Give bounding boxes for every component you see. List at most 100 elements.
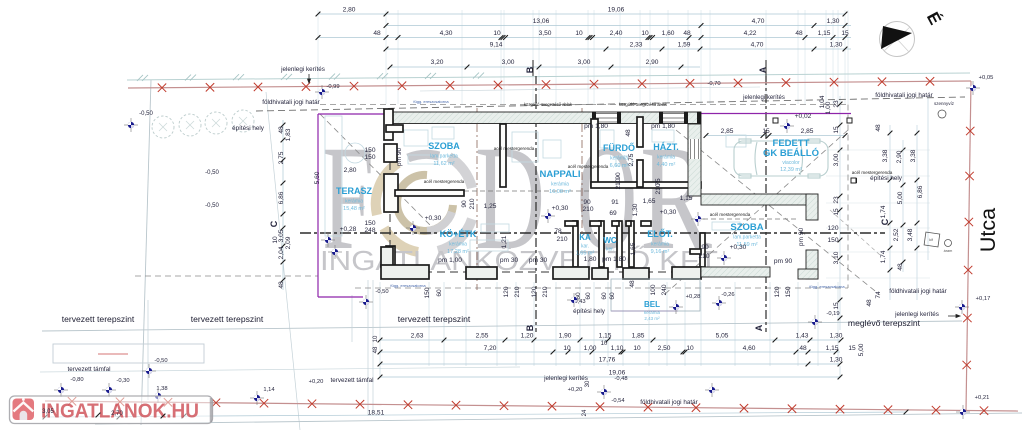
svg-text:120: 120 (531, 286, 538, 297)
svg-text:meglévő terepszint: meglévő terepszint (848, 318, 921, 328)
svg-text:2,63: 2,63 (411, 333, 424, 340)
svg-text:3,00: 3,00 (833, 153, 840, 166)
svg-text:B: B (525, 324, 535, 331)
svg-text:210: 210 (542, 286, 549, 297)
svg-text:10: 10 (563, 345, 571, 352)
svg-text:-0,50: -0,50 (205, 170, 219, 176)
svg-text:3,10: 3,10 (833, 251, 840, 264)
svg-text:O: O (577, 115, 637, 281)
svg-text:-0,70: -0,70 (707, 81, 720, 87)
svg-text:1,83: 1,83 (285, 128, 292, 141)
svg-text:pm 90: pm 90 (396, 148, 403, 167)
svg-text:150: 150 (364, 154, 375, 161)
svg-text:3,38: 3,38 (910, 149, 917, 162)
svg-text:acél mestergerenda: acél mestergerenda (852, 170, 893, 175)
svg-text:248: 248 (364, 227, 375, 234)
svg-text:15: 15 (841, 30, 849, 37)
svg-text:1,15: 1,15 (680, 195, 693, 202)
svg-text:ker.: ker. (606, 247, 614, 253)
svg-text:+0,30: +0,30 (730, 244, 747, 251)
svg-text:BEL: BEL (644, 300, 660, 309)
svg-text:C: C (269, 220, 279, 227)
svg-text:100: 100 (650, 284, 657, 295)
svg-text:2,50: 2,50 (658, 345, 671, 352)
svg-text:120: 120 (774, 286, 781, 297)
svg-text:+0,05: +0,05 (979, 75, 994, 81)
svg-text:jelenlegi kerítés: jelenlegi kerítés (742, 95, 785, 101)
svg-text:1,65: 1,65 (630, 242, 637, 255)
svg-text:4,60: 4,60 (743, 345, 756, 352)
svg-text:10: 10 (641, 30, 649, 37)
svg-text:150: 150 (785, 286, 792, 297)
svg-text:-0,50: -0,50 (139, 111, 153, 117)
svg-text:74: 74 (875, 291, 882, 299)
svg-text:1,74: 1,74 (880, 205, 887, 218)
svg-text:48: 48 (799, 345, 807, 352)
svg-text:30: 30 (585, 380, 591, 387)
svg-text:19,06: 19,06 (609, 370, 626, 377)
svg-text:12,39 m²: 12,39 m² (780, 167, 802, 173)
svg-text:1,15: 1,15 (818, 30, 831, 37)
svg-text:150: 150 (364, 220, 375, 227)
svg-text:2,40: 2,40 (610, 30, 623, 37)
svg-text:lam.parketta: lam.parketta (733, 235, 761, 241)
svg-text:10: 10 (373, 335, 379, 342)
svg-text:1,59: 1,59 (678, 42, 691, 49)
svg-text:3,48: 3,48 (907, 228, 914, 241)
svg-text:-0,99: -0,99 (326, 84, 339, 90)
svg-text:-0,80: -0,80 (70, 377, 83, 383)
svg-text:69: 69 (609, 210, 617, 217)
svg-text:6,86: 6,86 (278, 191, 285, 204)
svg-text:viacolor: viacolor (782, 160, 800, 166)
svg-text:48: 48 (875, 124, 882, 132)
svg-text:48: 48 (373, 346, 379, 353)
svg-text:24: 24 (582, 409, 588, 416)
svg-text:15: 15 (833, 302, 840, 310)
svg-text:+0,02: +0,02 (795, 113, 812, 120)
svg-text:60: 60 (601, 292, 608, 300)
svg-text:INGATLANOK.HU: INGATLANOK.HU (41, 400, 199, 423)
svg-text:1,15: 1,15 (826, 345, 839, 352)
svg-text:3,38: 3,38 (882, 149, 889, 162)
svg-text:210: 210 (615, 178, 622, 189)
svg-text:ELŐT.: ELŐT. (647, 228, 673, 239)
svg-text:szennyvíz: szennyvíz (934, 101, 955, 106)
svg-text:2,80: 2,80 (344, 167, 357, 174)
svg-text:5,60: 5,60 (314, 171, 321, 184)
svg-text:75: 75 (655, 178, 662, 186)
svg-text:TERASZ: TERASZ (336, 186, 373, 196)
svg-text:2,85: 2,85 (721, 128, 734, 135)
svg-text:120: 120 (827, 225, 838, 232)
svg-text:90: 90 (701, 244, 709, 251)
svg-text:9,14: 9,14 (490, 42, 503, 49)
svg-text:16,08 m²: 16,08 m² (549, 189, 571, 195)
svg-text:15: 15 (833, 208, 840, 216)
svg-text:3,05: 3,05 (42, 409, 54, 415)
svg-text:A: A (754, 324, 764, 331)
svg-text:A: A (758, 66, 768, 73)
svg-text:+0,30: +0,30 (552, 205, 569, 212)
svg-text:FÜRDŐ: FÜRDŐ (603, 142, 635, 153)
svg-text:1,25: 1,25 (484, 203, 497, 210)
svg-text:78: 78 (554, 228, 562, 235)
svg-text:-0,54: -0,54 (611, 398, 625, 404)
svg-text:120: 120 (503, 286, 510, 297)
svg-text:5,00: 5,00 (897, 191, 904, 204)
svg-text:1,65 m²: 1,65 m² (576, 251, 595, 257)
svg-text:földhivatali jogi határ: földhivatali jogi határ (262, 99, 319, 106)
svg-text:pm 1,80: pm 1,80 (602, 256, 626, 263)
svg-text:KÖ+ÉTK: KÖ+ÉTK (440, 229, 477, 239)
svg-text:1,15: 1,15 (599, 333, 612, 340)
svg-text:+0,28: +0,28 (340, 226, 357, 233)
svg-text:3,05: 3,05 (278, 229, 285, 242)
svg-text:7,20: 7,20 (484, 345, 497, 352)
svg-text:B: B (525, 66, 535, 73)
svg-text:210: 210 (556, 236, 567, 243)
svg-text:-0,30: -0,30 (116, 378, 129, 384)
svg-text:11,59 m²: 11,59 m² (736, 242, 757, 248)
svg-text:210: 210 (469, 198, 476, 209)
svg-text:1,10: 1,10 (611, 345, 624, 352)
svg-text:FEDETT: FEDETT (773, 138, 810, 149)
svg-text:-0,19: -0,19 (826, 311, 839, 317)
svg-text:-0,50: -0,50 (375, 289, 388, 295)
